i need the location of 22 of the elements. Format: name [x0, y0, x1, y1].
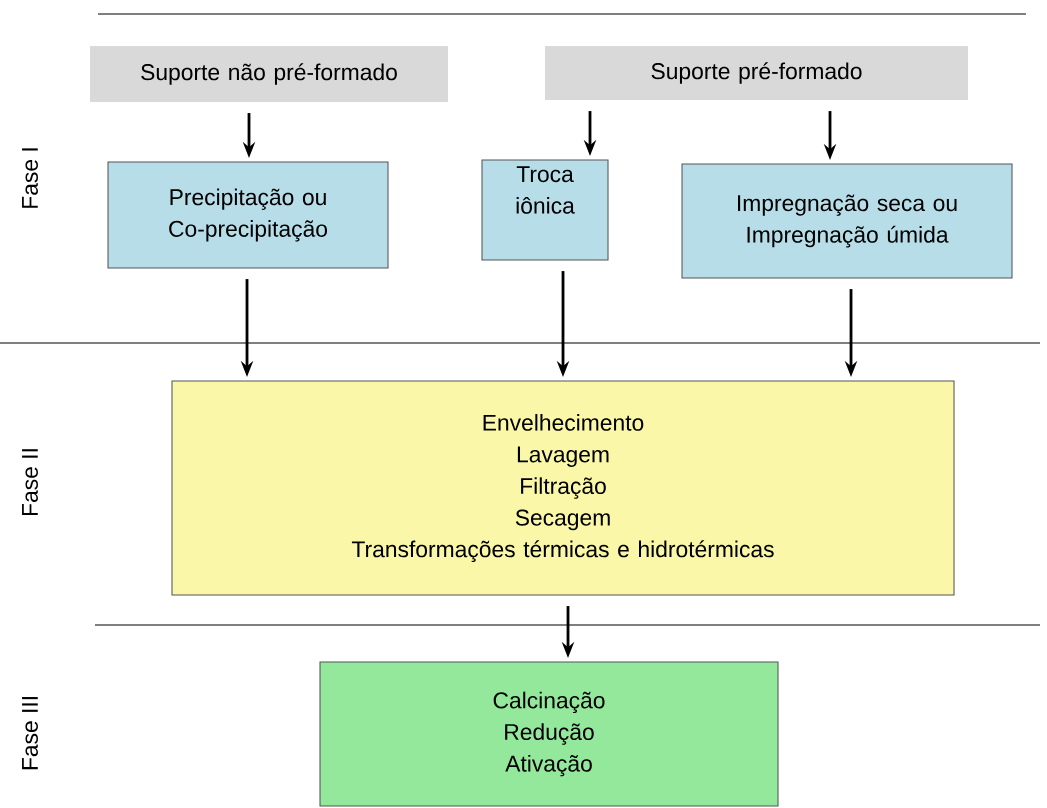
- phase-label: Fase II: [22, 449, 38, 516]
- box-text: Suporte pré-formado: [651, 62, 862, 84]
- box-text: Troca iônica: [516, 166, 575, 214]
- node-label: Transformações térmicas e hidrotérmicas: [351, 540, 774, 562]
- phase-label: Fase I: [22, 148, 38, 208]
- box-text: Suporte não pré-formado: [141, 63, 397, 85]
- phase-label: Fase III: [22, 697, 38, 770]
- step-box: [107, 161, 389, 269]
- node-label: Lavagem: [517, 446, 609, 467]
- step-box: [481, 159, 609, 261]
- node-label: Secagem: [515, 509, 610, 531]
- step-box: [319, 661, 779, 807]
- box-text: Envelhecimento Lavagem Filtração Secagem Transformações térmicas e hidrotérmicas: [351, 414, 774, 562]
- box-text: Calcinação Redução Ativação: [493, 691, 605, 777]
- step-box: [171, 380, 955, 596]
- step-box: [90, 46, 448, 102]
- step-box: [681, 163, 1013, 279]
- box-text: Impregnação seca ou Impregnação úmida: [738, 194, 957, 248]
- node-label: Filtração: [521, 477, 606, 499]
- node-label: Envelhecimento: [483, 414, 644, 431]
- step-box: [545, 46, 968, 100]
- box-text: Precipitação ou Co-precipitação: [169, 188, 327, 242]
